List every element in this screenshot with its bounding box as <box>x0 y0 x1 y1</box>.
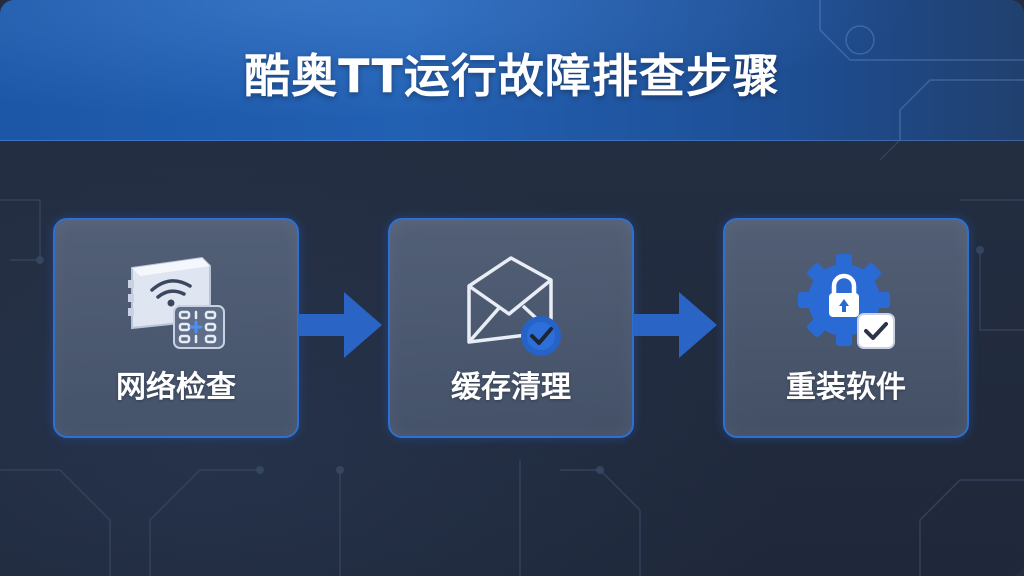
step-label-reinstall: 重装软件 <box>786 370 906 405</box>
step-card-reinstall: 重装软件 <box>723 218 969 438</box>
arrow-right-icon <box>633 292 717 358</box>
gear-lock-check-icon <box>798 254 895 349</box>
step-label-network-check: 网络检查 <box>116 370 236 405</box>
step-card-cache-clear: 缓存清理 <box>388 218 634 438</box>
wifi-network-icon <box>128 256 225 349</box>
arrow-right-icon <box>298 292 382 358</box>
envelope-check-icon <box>467 256 561 356</box>
step-label-cache-clear: 缓存清理 <box>451 370 571 405</box>
page-title: 酷奥TT运行故障排查步骤 <box>244 49 780 103</box>
step-card-network-check: 网络检查 <box>53 218 299 438</box>
header-banner: 酷奥TT运行故障排查步骤 <box>0 0 1024 141</box>
header-glow <box>0 0 1024 140</box>
header-circuit-decoration <box>819 0 1024 140</box>
